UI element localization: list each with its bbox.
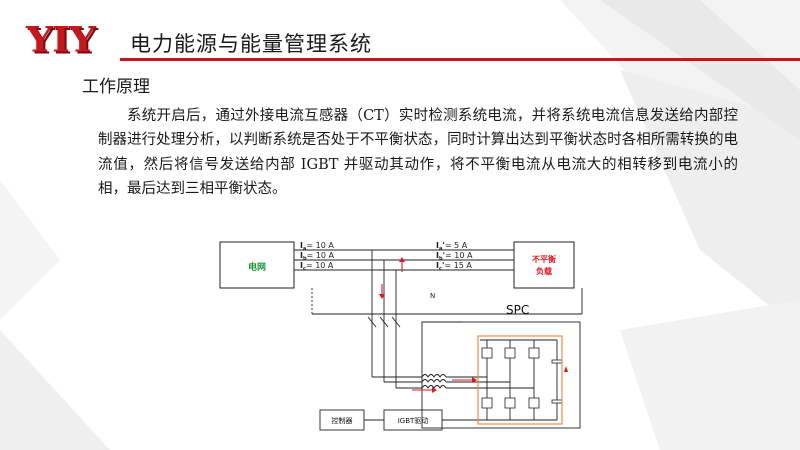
title-underline	[120, 58, 800, 61]
right-current-b: Ib'= 10 A	[436, 251, 473, 262]
current-flow-paths	[381, 262, 563, 425]
load-label-1: 不平衡	[532, 254, 556, 264]
page-title: 电力能源与能量管理系统	[130, 32, 372, 56]
section-title: 工作原理	[82, 77, 150, 97]
logo: YIY	[26, 19, 96, 60]
igbt-driver-label: IGBT驱动	[398, 416, 429, 425]
load-box	[513, 241, 575, 289]
load-label-2: 负载	[536, 266, 552, 276]
right-current-c: Ic'= 15 A	[436, 261, 472, 272]
neutral-label: N	[430, 292, 435, 300]
spc-label: SPC	[506, 303, 529, 317]
spc-circuit-diagram: 电网 不平衡 负载	[212, 232, 584, 444]
grid-label: 电网	[248, 261, 266, 273]
controller-label: 控制器	[332, 416, 353, 425]
header: YIY 电力能源与能量管理系统	[0, 0, 800, 70]
left-current-c: Ic= 10 A	[300, 261, 334, 272]
right-current-a: Ia'= 5 A	[436, 241, 468, 252]
grid-box	[219, 241, 295, 289]
body-paragraph: 系统开启后，通过外接电流互感器（CT）实时检测系统电流，并将系统电流信息发送给内…	[98, 108, 738, 197]
left-current-a: Ia= 10 A	[300, 241, 334, 252]
left-current-b: Ib= 10 A	[300, 251, 335, 262]
